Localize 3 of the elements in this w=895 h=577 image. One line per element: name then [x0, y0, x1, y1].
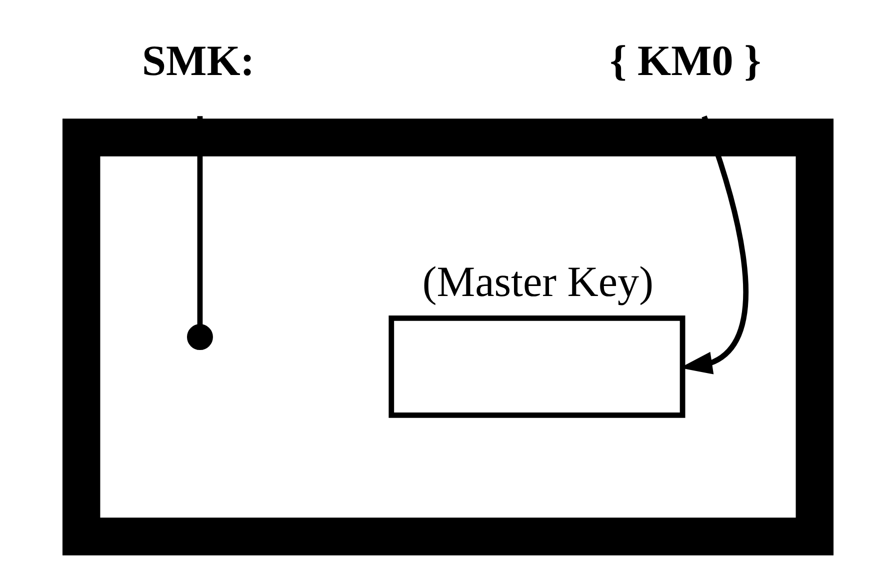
node-text: SMK: [142, 38, 254, 85]
node-text: { KM0 } [609, 38, 761, 85]
node-label: (Master Key) [422, 259, 653, 306]
